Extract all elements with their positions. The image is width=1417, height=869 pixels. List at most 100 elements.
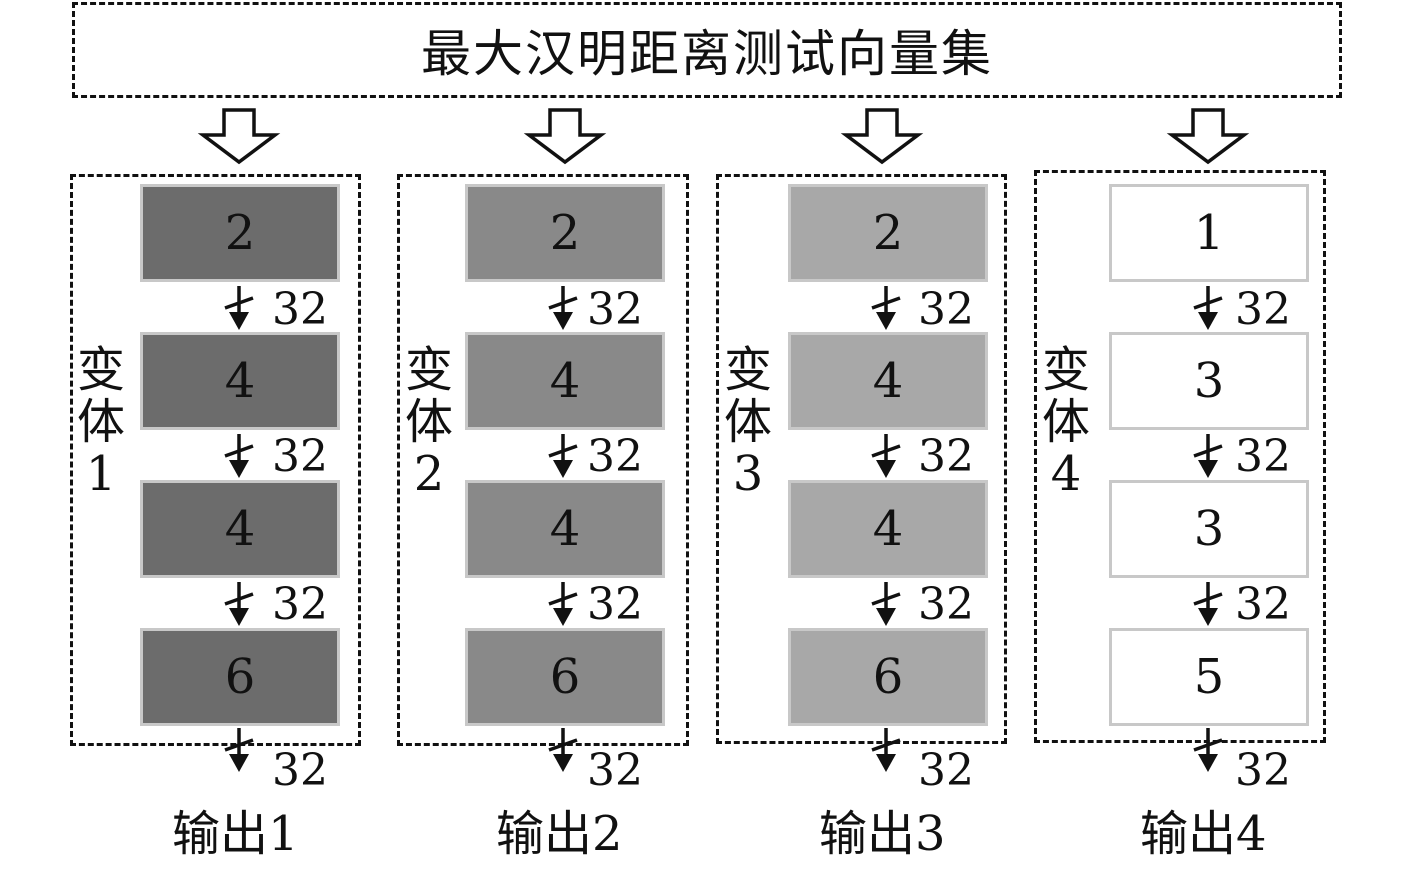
bitwidth-label: 32	[1235, 284, 1291, 335]
bus-slash-mark	[1193, 444, 1223, 458]
bus-slash-mark	[548, 738, 578, 752]
bus-slash-mark	[871, 444, 901, 458]
bitwidth-label: 32	[918, 431, 974, 482]
variant-label-number: 1	[85, 446, 117, 502]
bitwidth-label: 32	[587, 745, 643, 796]
bus-slash-mark	[548, 444, 578, 458]
arrow-head-icon	[229, 608, 249, 626]
bus-slash-mark	[871, 592, 901, 606]
stage-value: 2	[872, 205, 904, 261]
arrow-head-icon	[876, 608, 896, 626]
variant-label-char: 变	[404, 342, 453, 398]
variant-label-char: 体	[404, 394, 453, 450]
stage-value: 6	[224, 649, 256, 705]
bitwidth-label: 32	[272, 284, 328, 335]
stage-box: 4	[465, 480, 665, 578]
hollow-down-arrow-icon	[840, 108, 924, 165]
stage-box: 6	[788, 628, 988, 726]
stage-box: 3	[1109, 332, 1309, 430]
stage-value: 2	[224, 205, 256, 261]
stage-box: 4	[788, 480, 988, 578]
stage-value: 4	[224, 501, 256, 557]
bitwidth-label: 32	[918, 745, 974, 796]
arrow-head-icon	[1198, 460, 1218, 478]
stage-box: 1	[1109, 184, 1309, 282]
bitwidth-label: 32	[272, 745, 328, 796]
stage-value: 6	[872, 649, 904, 705]
arrow-head-icon	[229, 312, 249, 330]
bitwidth-label: 32	[272, 579, 328, 630]
arrow-head-icon	[553, 754, 573, 772]
bitwidth-label: 32	[587, 431, 643, 482]
bus-slash-mark	[871, 296, 901, 310]
arrow-head-icon	[553, 312, 573, 330]
bitwidth-label: 32	[587, 284, 643, 335]
variant-label-char: 变	[76, 342, 125, 398]
arrow-head-icon	[553, 608, 573, 626]
stage-box: 2	[788, 184, 988, 282]
variant-label-char: 变	[723, 342, 772, 398]
variant-frame-4	[1034, 170, 1326, 743]
stage-box: 4	[465, 332, 665, 430]
bus-slash-mark	[1193, 738, 1223, 752]
bus-slash-mark	[224, 738, 254, 752]
bitwidth-label: 32	[1235, 579, 1291, 630]
stage-box: 4	[788, 332, 988, 430]
bitwidth-label: 32	[918, 579, 974, 630]
test-vector-set-box: 最大汉明距离测试向量集	[72, 2, 1342, 98]
bitwidth-label: 32	[272, 431, 328, 482]
bitwidth-label: 32	[918, 284, 974, 335]
output-label-3: 输出3	[819, 806, 946, 862]
variant-label-char: 体	[723, 394, 772, 450]
stage-box: 6	[465, 628, 665, 726]
arrow-head-icon	[876, 312, 896, 330]
diagram-title: 最大汉明距离测试向量集	[421, 25, 993, 83]
variant-label-char: 体	[1041, 394, 1090, 450]
arrow-head-icon	[1198, 312, 1218, 330]
output-label-2: 输出2	[496, 806, 623, 862]
variant-frame-2	[397, 174, 689, 746]
stage-value: 4	[872, 353, 904, 409]
arrow-head-icon	[229, 460, 249, 478]
stage-box: 2	[465, 184, 665, 282]
variant-label-number: 2	[413, 446, 445, 502]
variant-label-number: 3	[732, 446, 764, 502]
stage-value: 6	[549, 649, 581, 705]
stage-value: 4	[224, 353, 256, 409]
bus-slash-mark	[548, 592, 578, 606]
arrow-head-icon	[1198, 754, 1218, 772]
output-label-1: 输出1	[172, 806, 299, 862]
stage-value: 4	[549, 353, 581, 409]
stage-value: 5	[1193, 649, 1225, 705]
variant-frame-1	[70, 174, 361, 746]
variant-label-3: 变 体 3	[716, 344, 780, 500]
stage-value: 3	[1193, 501, 1225, 557]
stage-box: 2	[140, 184, 340, 282]
arrow-head-icon	[876, 460, 896, 478]
stage-value: 4	[549, 501, 581, 557]
stage-box: 5	[1109, 628, 1309, 726]
bus-slash-mark	[871, 738, 901, 752]
stage-box: 4	[140, 480, 340, 578]
output-label-4: 输出4	[1140, 806, 1267, 862]
bus-slash-mark	[548, 296, 578, 310]
hollow-down-arrow-icon	[1166, 108, 1250, 165]
variant-label-2: 变 体 2	[397, 344, 461, 500]
bus-slash-mark	[1193, 296, 1223, 310]
variant-label-1: 变 体 1	[69, 344, 133, 500]
arrow-head-icon	[229, 754, 249, 772]
hollow-down-arrow-icon	[523, 108, 607, 165]
variant-label-4: 变 体 4	[1034, 344, 1098, 500]
stage-value: 1	[1193, 205, 1225, 261]
hollow-down-arrow-icon	[197, 108, 281, 165]
stage-value: 4	[872, 501, 904, 557]
stage-box: 4	[140, 332, 340, 430]
arrow-head-icon	[553, 460, 573, 478]
variant-label-number: 4	[1050, 446, 1082, 502]
arrow-head-icon	[1198, 608, 1218, 626]
bitwidth-label: 32	[1235, 745, 1291, 796]
bitwidth-label: 32	[587, 579, 643, 630]
bus-slash-mark	[224, 296, 254, 310]
arrow-head-icon	[876, 754, 896, 772]
